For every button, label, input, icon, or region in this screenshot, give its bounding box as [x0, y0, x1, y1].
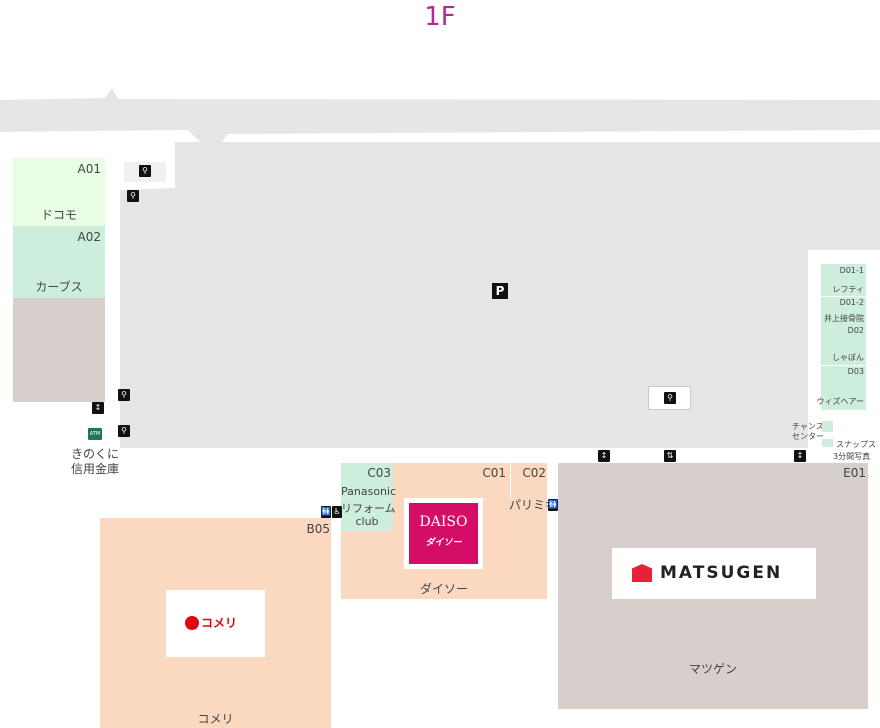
komeri-logo-icon — [185, 616, 199, 630]
shop-d01-1[interactable]: D01-1 レフティ — [821, 264, 866, 296]
snaps-kiosk — [822, 439, 833, 447]
snaps-line1: スナップス — [836, 440, 876, 449]
parking-icon: P — [492, 283, 508, 299]
daiso-logo: DAISO ダイソー — [409, 503, 478, 564]
shop-c02-code: C02 — [522, 466, 546, 480]
daiso-logo-text: DAISO — [419, 514, 468, 530]
shop-divider — [510, 463, 511, 499]
chance-center-kiosk — [822, 421, 833, 432]
shop-name-line3: club — [355, 515, 379, 528]
shop-name: ドコモ — [40, 208, 77, 222]
shop-d03[interactable]: D03 ウィズヘアー — [816, 366, 866, 410]
shop-name-line2: リフォーム — [341, 502, 396, 515]
shop-code: D02 — [847, 326, 864, 335]
bicycle-icon: ⚲ — [139, 165, 151, 177]
road — [0, 88, 880, 142]
shop-c01-code: C01 — [482, 466, 506, 480]
stairs-icon: ↕ — [598, 450, 610, 462]
shop-code: C03 — [367, 466, 391, 480]
shop-code: D01-2 — [839, 298, 864, 307]
bicycle-icon: ⚲ — [127, 190, 139, 202]
wheelchair-icon: ♿ — [332, 506, 342, 518]
shop-b05-code: B05 — [306, 522, 330, 536]
elevator-icon: ⇅ — [664, 450, 676, 462]
shop-code: A01 — [77, 162, 101, 176]
shop-name: カーブス — [35, 280, 83, 294]
restroom-icon: 🚻 — [321, 506, 331, 518]
shop-d01-2[interactable]: D01-2 井上接骨院 — [821, 297, 866, 325]
chance-center-line1: チャンス — [792, 422, 824, 431]
atm-icon: ATM — [88, 428, 102, 440]
bicycle-icon: ⚲ — [118, 425, 130, 437]
chance-center-line2: センター — [792, 432, 824, 441]
shop-c02-name[interactable]: パリミキ — [509, 498, 558, 512]
shop-code: D01-1 — [839, 266, 864, 275]
shop-code: D03 — [847, 367, 864, 376]
bicycle-icon: ⚲ — [664, 392, 676, 404]
restroom-icon: 🚻 — [548, 499, 558, 511]
stairs-icon: ↕ — [794, 450, 806, 462]
komeri-logo-box — [166, 590, 265, 657]
snaps-line2: 3分間写真 — [833, 452, 871, 461]
shop-c01-name[interactable]: ダイソー — [419, 582, 468, 596]
shop-c03[interactable]: C03 Panasonic リフォーム club — [341, 463, 397, 531]
shop-name: レフティ — [832, 285, 864, 294]
stairs-icon: ↕ — [92, 402, 104, 414]
shop-e01-code: E01 — [843, 466, 866, 480]
daiso-logo-kana: ダイソー — [425, 538, 462, 548]
kinokuni-name-line1: きのくに — [70, 447, 119, 461]
shop-d02[interactable]: D02 しゃぼん — [821, 325, 866, 365]
shop-name: ウィズヘアー — [816, 397, 864, 406]
shop-name: 井上接骨院 — [824, 314, 864, 323]
floor-label: 1F — [424, 2, 456, 32]
kinokuni-name-line2: 信用金庫 — [70, 462, 119, 476]
shop-a-vacant — [13, 298, 105, 402]
komeri-logo-text: コメリ — [201, 616, 238, 630]
shop-a01[interactable]: A01 ドコモ — [13, 158, 105, 226]
bicycle-icon: ⚲ — [118, 389, 130, 401]
shop-code: A02 — [77, 230, 101, 244]
shop-name-line1: Panasonic — [341, 485, 397, 498]
shop-b05-name: コメリ — [197, 712, 234, 726]
matsugen-logo-icon — [632, 564, 652, 582]
shop-name: しゃぼん — [832, 353, 864, 362]
shop-e01-name: マツゲン — [688, 662, 737, 676]
shop-a02[interactable]: A02 カーブス — [13, 226, 105, 298]
matsugen-logo-text: MATSUGEN — [660, 563, 783, 583]
